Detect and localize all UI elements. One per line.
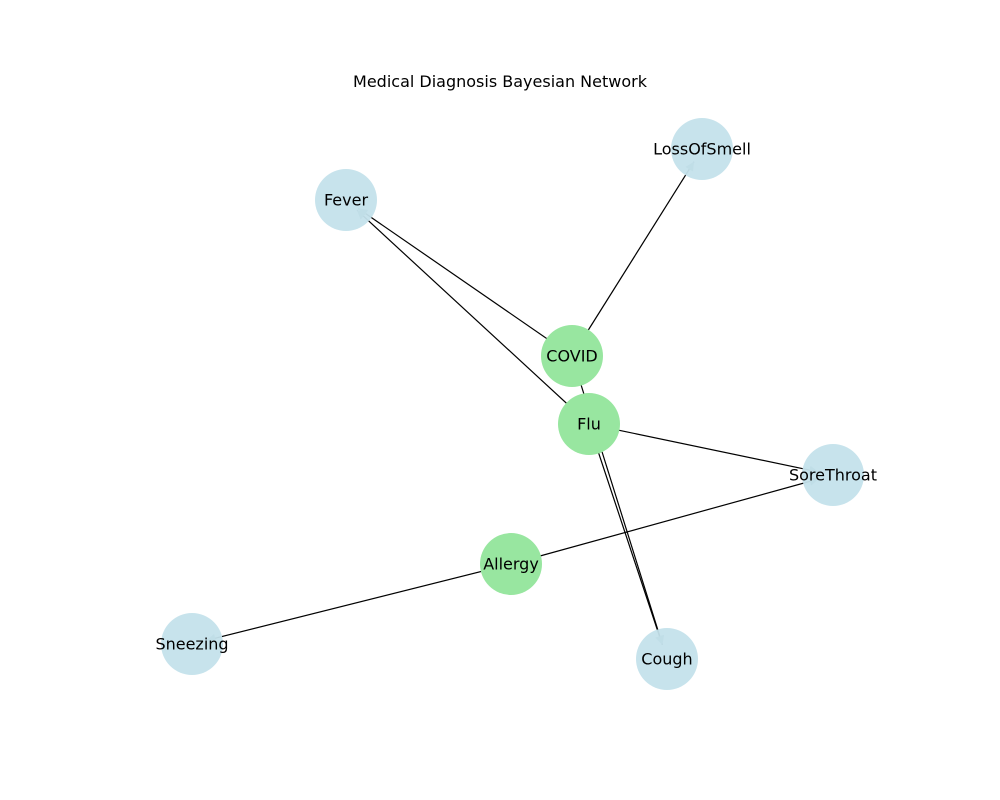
node-label: Fever bbox=[324, 191, 368, 210]
edge-covid-to-lossofsmell bbox=[571, 161, 695, 357]
edge-covid-to-fever bbox=[357, 208, 573, 357]
node-circle bbox=[541, 325, 603, 387]
node-covid: COVID bbox=[541, 325, 603, 387]
node-circle bbox=[315, 169, 377, 231]
node-circle bbox=[558, 393, 620, 455]
node-label: Sneezing bbox=[155, 635, 228, 654]
node-allergy: Allergy bbox=[480, 533, 542, 595]
edge-flu-to-cough bbox=[588, 423, 664, 645]
diagram-title: Medical Diagnosis Bayesian Network bbox=[353, 72, 647, 91]
node-label: LossOfSmell bbox=[653, 140, 751, 159]
edge-flu-to-sorethroat bbox=[588, 423, 819, 475]
node-circle bbox=[480, 533, 542, 595]
node-circle bbox=[161, 613, 223, 675]
node-label: Flu bbox=[577, 415, 601, 434]
node-circle bbox=[802, 444, 864, 506]
node-fever: Fever bbox=[315, 169, 377, 231]
node-sorethroat: SoreThroat bbox=[789, 444, 877, 506]
node-circle bbox=[671, 118, 733, 180]
node-label: Allergy bbox=[483, 555, 539, 574]
node-flu: Flu bbox=[558, 393, 620, 455]
node-label: COVID bbox=[546, 347, 597, 366]
node-sneezing: Sneezing bbox=[155, 613, 229, 675]
edge-flu-to-fever bbox=[356, 209, 590, 425]
node-label: SoreThroat bbox=[789, 466, 877, 485]
edge-allergy-to-sorethroat bbox=[510, 477, 819, 565]
edge-layer bbox=[206, 161, 819, 645]
node-cough: Cough bbox=[636, 628, 698, 690]
node-circle bbox=[636, 628, 698, 690]
node-label: Cough bbox=[641, 650, 692, 669]
edge-allergy-to-sneezing bbox=[206, 563, 512, 643]
node-lossofsmell: LossOfSmell bbox=[653, 118, 751, 180]
